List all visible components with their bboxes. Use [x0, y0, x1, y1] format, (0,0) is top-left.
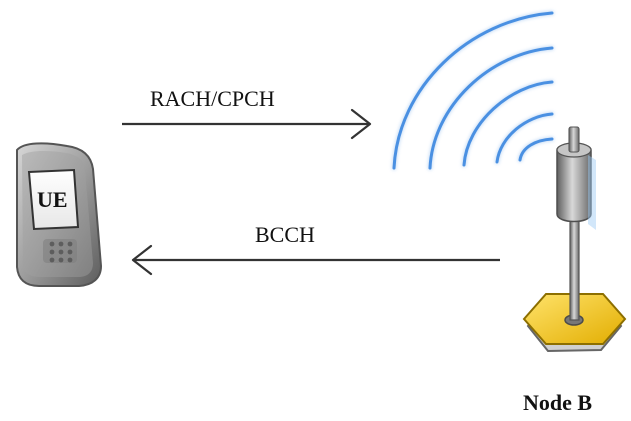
wave-3	[462, 80, 554, 167]
uplink-arrow	[122, 108, 372, 140]
antenna-blue-hint	[588, 155, 596, 230]
wave-4-line	[495, 112, 554, 164]
wave-3-line	[462, 80, 554, 167]
phone-buttons	[49, 241, 73, 263]
wave-1-line	[392, 11, 554, 170]
uplink-label: RACH/CPCH	[150, 86, 275, 111]
ue-label: UE	[37, 187, 68, 212]
wave-2-line	[428, 46, 554, 170]
antenna-mast	[569, 209, 580, 321]
downlink-label: BCCH	[255, 222, 315, 247]
node-b-label: Node B	[523, 390, 593, 415]
downlink-arrow	[131, 244, 500, 276]
antenna-tower-icon	[522, 126, 627, 353]
wave-2	[428, 46, 554, 170]
antenna-top-rod	[568, 126, 580, 153]
mobile-phone-icon: UE	[16, 142, 103, 287]
radio-waves-icon	[392, 11, 554, 170]
wave-4	[495, 112, 554, 164]
wave-5-line	[518, 137, 554, 162]
